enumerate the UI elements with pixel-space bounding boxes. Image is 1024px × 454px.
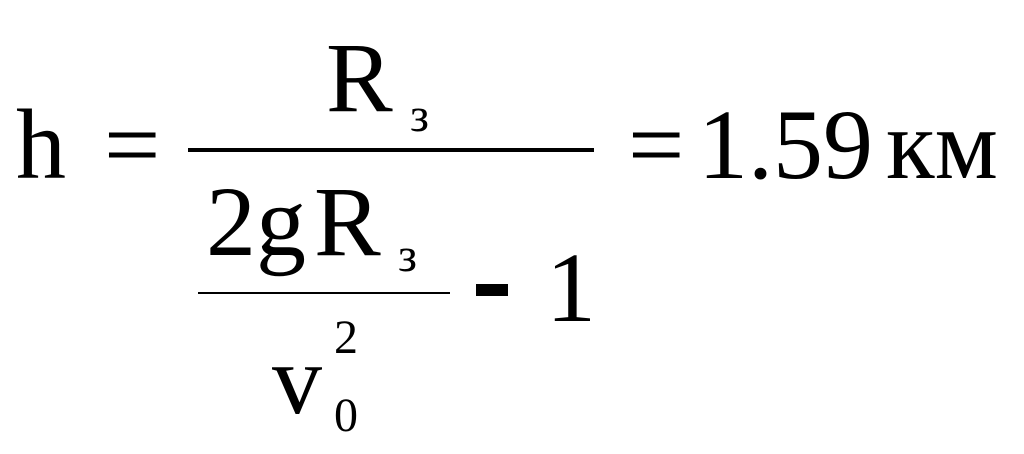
- lhs-variable: h: [16, 89, 66, 200]
- equals-sign-2: =: [628, 89, 685, 200]
- constant-one: 1: [546, 232, 596, 343]
- inner-numerator-subscript: з: [398, 229, 417, 282]
- result-value: 1.59: [698, 89, 873, 200]
- inner-denominator-base: v: [272, 324, 322, 435]
- result-unit: км: [886, 89, 998, 200]
- main-fraction-bar: [188, 148, 594, 152]
- minus-sign: -: [476, 236, 509, 336]
- equals-sign-1: =: [104, 89, 161, 200]
- inner-numerator-base: R: [314, 166, 381, 277]
- inner-denominator-subscript: 0: [334, 389, 358, 442]
- inner-denominator-superscript: 2: [334, 311, 358, 364]
- inner-fraction-bar: [198, 292, 450, 294]
- numerator-subscript: з: [410, 89, 429, 142]
- minus-sign-bar: [476, 284, 508, 296]
- numerator-base: R: [326, 22, 393, 133]
- inner-numerator-coefficient: 2g: [206, 166, 306, 277]
